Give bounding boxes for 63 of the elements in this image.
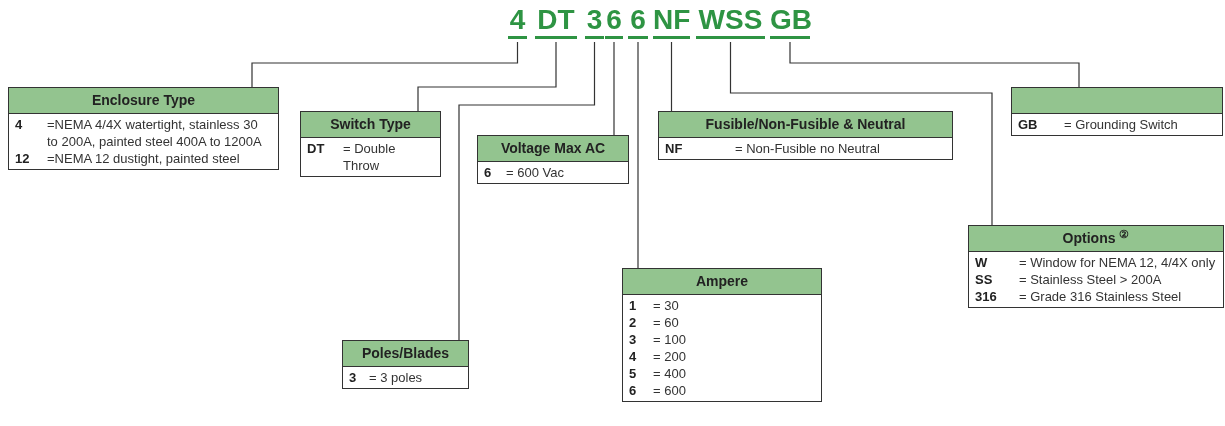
option-description: = Grade 316 Stainless Steel <box>1019 288 1183 305</box>
connector-line <box>789 41 1080 88</box>
option-description: = 30 <box>653 297 680 314</box>
model-code-segment: 4 <box>508 4 527 39</box>
spec-box <box>622 268 822 402</box>
box-header: Switch Type <box>301 112 440 138</box>
option-description: = 600 <box>653 382 687 399</box>
spec-box <box>1011 87 1223 136</box>
option-code: 3 <box>629 331 638 348</box>
connector-line <box>637 41 639 269</box>
spec-box <box>342 340 469 389</box>
option-code: 4 <box>629 348 638 365</box>
model-code-segment: 3 <box>585 4 604 39</box>
option-code: W <box>975 254 989 271</box>
option-code: 6 <box>484 164 493 181</box>
option-code: 4 <box>15 116 24 134</box>
option-code: 2 <box>629 314 638 331</box>
option-description: = Window for NEMA 12, 4/4X only <box>1019 254 1217 271</box>
spec-box <box>658 111 953 160</box>
spec-box <box>8 87 279 170</box>
option-code: 1 <box>629 297 638 314</box>
connector-line <box>251 41 519 88</box>
option-code: 5 <box>629 365 638 382</box>
spec-box <box>968 225 1224 308</box>
option-code: SS <box>975 271 994 288</box>
option-code: 316 <box>975 288 998 305</box>
spec-box <box>300 111 441 177</box>
connector-line <box>670 41 673 112</box>
option-code: GB <box>1018 116 1039 133</box>
box-header: Enclosure Type <box>9 88 278 114</box>
option-description: = 100 <box>653 331 687 348</box>
model-code-segment: 6 <box>605 4 623 39</box>
option-code: 12 <box>15 150 31 167</box>
box-header: Poles/Blades <box>343 341 468 367</box>
connector-line <box>613 41 615 136</box>
option-description: = Non-Fusible no Neutral <box>735 140 881 157</box>
model-code-segment: GB <box>770 4 810 39</box>
option-code: DT <box>307 140 326 158</box>
connector-line <box>729 41 993 226</box>
model-code-segment: WSS <box>696 4 765 39</box>
connector-line <box>458 41 596 341</box>
model-code-segment: 6 <box>628 4 648 39</box>
option-description: = 3 poles <box>369 369 424 386</box>
model-code-segment: DT <box>535 4 577 39</box>
option-code: 3 <box>349 369 358 386</box>
model-code-segment: NF <box>653 4 690 39</box>
box-header: Voltage Max AC <box>478 136 628 162</box>
option-code: 6 <box>629 382 638 399</box>
connector-line <box>417 41 557 112</box>
option-description: = Stainless Steel > 200A <box>1019 271 1163 288</box>
option-code: NF <box>665 140 684 157</box>
option-description: =NEMA 4/4X watertight, stainless 30 to 200A, painted steel 400A to 1200A <box>47 116 263 150</box>
option-description: = 60 <box>653 314 680 331</box>
option-description: = Double Throw <box>343 140 397 174</box>
option-description: =NEMA 12 dustight, painted steel <box>47 150 241 167</box>
box-header: Ampere <box>623 269 821 295</box>
box-header: Options $^{②}$ <box>969 226 1223 252</box>
spec-box <box>477 135 629 184</box>
option-description: = 400 <box>653 365 687 382</box>
option-description: = 200 <box>653 348 687 365</box>
box-header: Fusible/Non-Fusible & Neutral <box>659 112 952 138</box>
option-description: = Grounding Switch <box>1064 116 1179 133</box>
option-description: = 600 Vac <box>506 164 565 181</box>
